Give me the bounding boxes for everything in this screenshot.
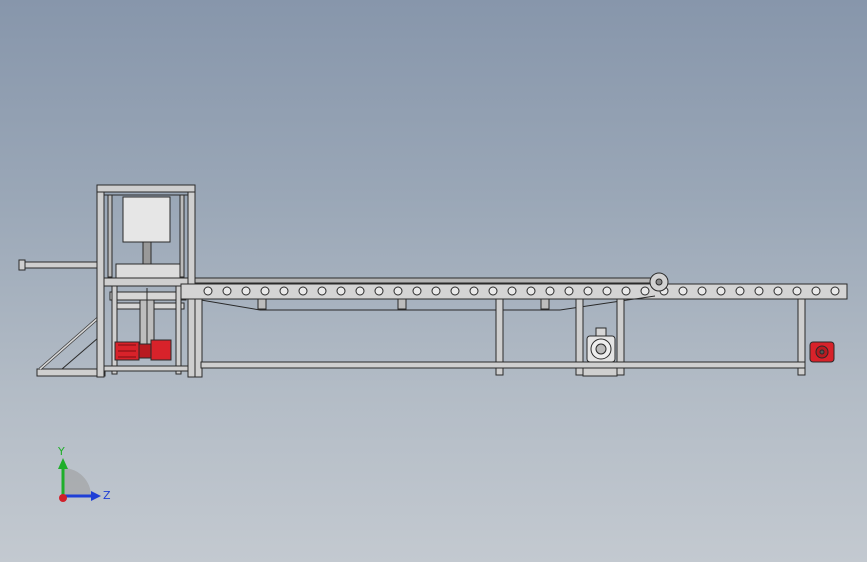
roller <box>412 286 422 296</box>
roller <box>260 286 270 296</box>
conveyor-assembly-model[interactable] <box>18 184 848 378</box>
roller <box>203 286 213 296</box>
roller <box>716 286 726 296</box>
roller <box>640 286 650 296</box>
y-axis-arrowhead <box>58 458 68 469</box>
roller <box>450 286 460 296</box>
roller <box>735 286 745 296</box>
roller <box>298 286 308 296</box>
roller <box>602 286 612 296</box>
roller <box>811 286 821 296</box>
roller <box>488 286 498 296</box>
roller <box>393 286 403 296</box>
roller <box>469 286 479 296</box>
roller <box>564 286 574 296</box>
roller <box>431 286 441 296</box>
control-box-panel <box>122 196 171 243</box>
roller <box>773 286 783 296</box>
lifting-tower-frame <box>96 184 196 378</box>
roller <box>830 286 840 296</box>
tower-drive-motor <box>114 339 172 361</box>
roller <box>279 286 289 296</box>
z-axis-label: Z <box>103 489 111 502</box>
roller <box>792 286 802 296</box>
roller <box>336 286 346 296</box>
end-drive-reducer <box>809 341 835 363</box>
roller <box>678 286 688 296</box>
roller <box>583 286 593 296</box>
conveyor-legs <box>194 298 806 378</box>
push-cylinder-rod <box>18 259 105 271</box>
roller <box>754 286 764 296</box>
roller <box>507 286 517 296</box>
roller <box>355 286 365 296</box>
y-axis-label: Y <box>57 445 65 458</box>
roller <box>526 286 536 296</box>
roller <box>697 286 707 296</box>
middle-gear-motor <box>586 327 616 363</box>
roller <box>545 286 555 296</box>
roller <box>621 286 631 296</box>
conveyor-rollers <box>203 286 840 296</box>
roller <box>317 286 327 296</box>
roller <box>374 286 384 296</box>
left-support-frame <box>36 316 106 377</box>
chain-sprocket <box>649 272 669 292</box>
roller <box>222 286 232 296</box>
z-axis-arrowhead <box>91 491 101 501</box>
roller <box>241 286 251 296</box>
x-axis-dot <box>59 494 67 502</box>
view-orientation-triad[interactable]: Y Z <box>57 445 111 502</box>
triad-quadrant-shading <box>63 468 91 496</box>
